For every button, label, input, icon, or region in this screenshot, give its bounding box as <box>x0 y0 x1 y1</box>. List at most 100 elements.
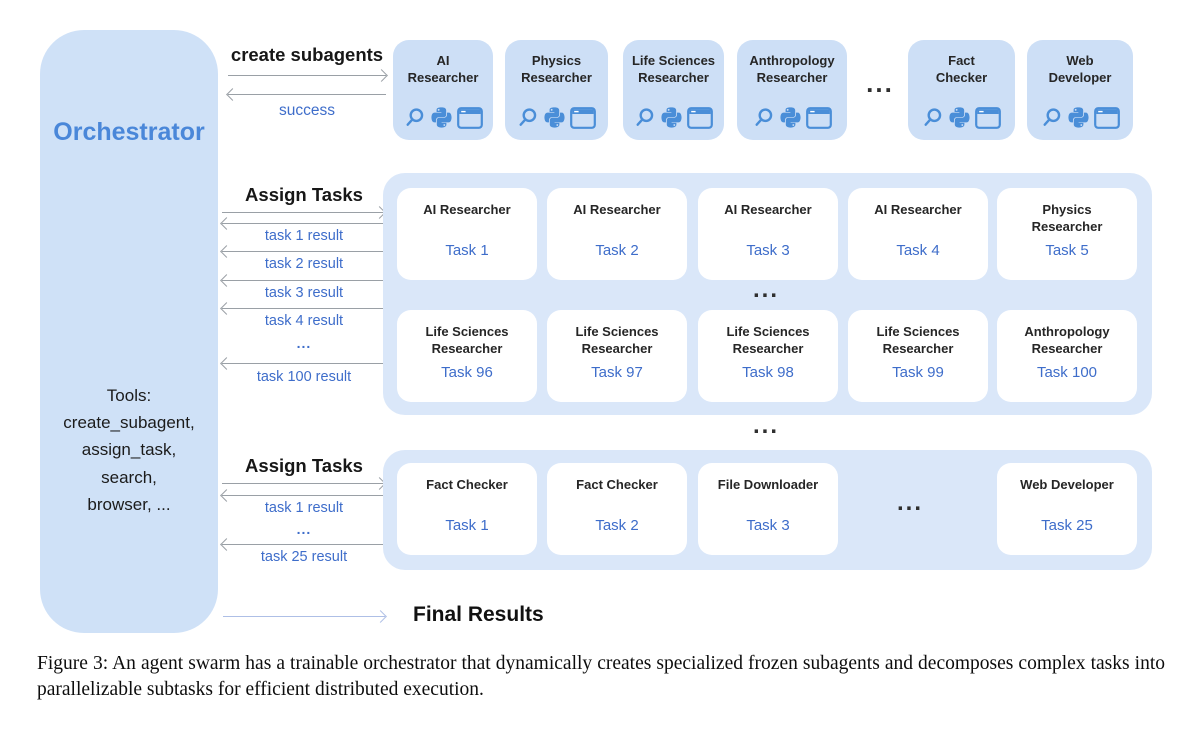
task-card: Life Sciences Researcher Task 99 <box>848 310 988 402</box>
task-card-title: AI Researcher <box>874 202 962 217</box>
search-icon <box>404 107 426 129</box>
task-result-label: task 1 result <box>264 228 344 244</box>
subagent-card: Web Developer <box>1027 40 1133 140</box>
task-card-task: Task 97 <box>591 364 643 381</box>
python-icon <box>949 106 970 129</box>
task-result-arrow <box>222 495 384 496</box>
browser-window-icon <box>1093 106 1120 129</box>
subagent-card-name: Anthropology Researcher <box>749 53 835 85</box>
subagent-card: Anthropology Researcher <box>737 40 847 140</box>
final-results-arrow <box>223 616 385 617</box>
success-label: success <box>279 102 335 119</box>
task-result-arrow <box>222 223 384 224</box>
subagent-card-name: AI Researcher <box>407 53 479 85</box>
task-card-task: Task 1 <box>445 242 489 259</box>
assign-tasks-1-arrow <box>222 212 384 213</box>
task-result-arrow <box>222 308 384 309</box>
task-card: Physics Researcher Task 5 <box>997 188 1137 280</box>
subagent-card-name: Web Developer <box>1048 53 1112 85</box>
task-card-task: Task 96 <box>441 364 493 381</box>
subagent-card-name: Life Sciences Researcher <box>631 53 716 85</box>
search-icon <box>753 107 775 129</box>
subagent-card: Physics Researcher <box>505 40 608 140</box>
task-card-title: AI Researcher <box>573 202 661 217</box>
task-card: Web Developer Task 25 <box>997 463 1137 555</box>
task-card: Fact Checker Task 1 <box>397 463 537 555</box>
browser-window-icon <box>805 106 832 129</box>
batch2-ellipsis: ... <box>896 489 923 516</box>
search-icon <box>634 107 656 129</box>
browser-window-icon <box>570 106 596 129</box>
orchestrator-title: Orchestrator <box>53 118 205 146</box>
python-icon <box>779 106 801 129</box>
browser-window-icon <box>975 106 1001 129</box>
task-card: Life Sciences Researcher Task 96 <box>397 310 537 402</box>
task-card-title: Life Sciences Researcher <box>575 324 659 356</box>
task-card-title: Fact Checker <box>426 477 508 492</box>
task-card-title: Life Sciences Researcher <box>726 324 810 356</box>
subagent-card-name: Physics Researcher <box>521 53 592 85</box>
task-card-task: Task 5 <box>1045 242 1089 259</box>
orchestrator-box: Orchestrator Tools: create_subagent, ass… <box>40 30 218 633</box>
task-card-task: Task 3 <box>746 517 790 534</box>
search-icon <box>517 107 539 129</box>
task-result-label: task 4 result <box>264 313 344 329</box>
task-card: AI Researcher Task 1 <box>397 188 537 280</box>
task-card-task: Task 3 <box>746 242 790 259</box>
subagent-row-ellipsis: ... <box>866 68 894 98</box>
subagent-card: Fact Checker <box>908 40 1015 140</box>
task-card-task: Task 99 <box>892 364 944 381</box>
task-card: Life Sciences Researcher Task 98 <box>698 310 838 402</box>
task-card: AI Researcher Task 3 <box>698 188 838 280</box>
create-subagents-arrow <box>228 75 386 76</box>
assign-tasks-2-arrow <box>222 483 384 484</box>
task-card-task: Task 4 <box>896 242 940 259</box>
search-icon <box>922 107 944 129</box>
task-card: File Downloader Task 3 <box>698 463 838 555</box>
batch1-rows-ellipsis: ... <box>752 276 779 303</box>
python-icon <box>430 106 452 129</box>
task-results-ellipsis: ... <box>296 335 312 351</box>
task-card: AI Researcher Task 2 <box>547 188 687 280</box>
python-icon <box>661 106 682 129</box>
python-icon <box>544 106 565 129</box>
search-icon <box>1041 107 1063 129</box>
task-card: AI Researcher Task 4 <box>848 188 988 280</box>
assign-tasks-2-label: Assign Tasks <box>245 455 363 476</box>
task-result-label: task 25 result <box>260 549 348 565</box>
task-result-label: task 3 result <box>264 285 344 301</box>
assign-tasks-1-label: Assign Tasks <box>245 184 363 205</box>
task-card-task: Task 25 <box>1041 517 1093 534</box>
orchestrator-tools: Tools: create_subagent, assign_task, sea… <box>63 386 195 514</box>
browser-window-icon <box>687 106 713 129</box>
task-card-title: Physics Researcher <box>1031 202 1103 234</box>
task-result-arrow <box>222 544 384 545</box>
task-card: Fact Checker Task 2 <box>547 463 687 555</box>
figure-caption: Figure 3: An agent swarm has a trainable… <box>37 653 1165 700</box>
task-card-task: Task 98 <box>742 364 794 381</box>
task-result-label: task 100 result <box>256 369 352 385</box>
subagent-card: Life Sciences Researcher <box>623 40 724 140</box>
task-result-label: task 1 result <box>264 500 344 516</box>
task-result-label: task 2 result <box>264 256 344 272</box>
final-results-label: Final Results <box>413 603 544 626</box>
task-card-title: Anthropology Researcher <box>1024 324 1110 356</box>
subagent-card-name: Fact Checker <box>935 53 988 85</box>
subagent-card: AI Researcher <box>393 40 493 140</box>
task-card-task: Task 2 <box>595 517 639 534</box>
task-card-title: Life Sciences Researcher <box>876 324 960 356</box>
task-card: Anthropology Researcher Task 100 <box>997 310 1137 402</box>
success-arrow <box>228 94 386 95</box>
task-card: Life Sciences Researcher Task 97 <box>547 310 687 402</box>
task-card-title: Life Sciences Researcher <box>425 324 509 356</box>
python-icon <box>1067 106 1089 129</box>
task-card-task: Task 1 <box>445 517 489 534</box>
browser-window-icon <box>456 106 483 129</box>
task-card-task: Task 2 <box>595 242 639 259</box>
task-results-ellipsis: ... <box>296 521 312 537</box>
task-card-title: Web Developer <box>1020 477 1114 492</box>
task-result-arrow <box>222 363 384 364</box>
create-subagents-label: create subagents <box>230 44 384 65</box>
task-card-task: Task 100 <box>1036 364 1098 381</box>
